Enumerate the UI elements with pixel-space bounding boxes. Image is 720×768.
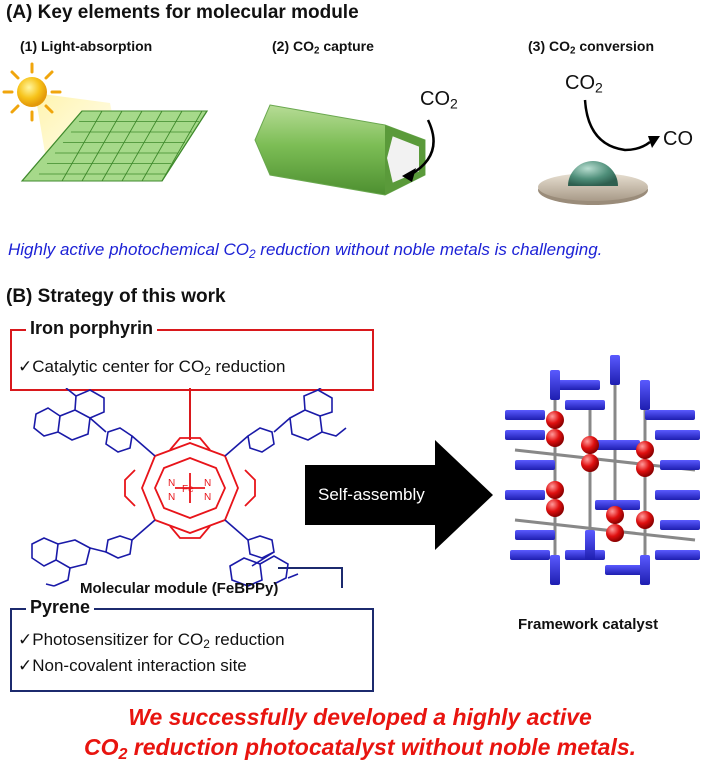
light-absorption-illustration	[2, 62, 209, 182]
sun-icon	[2, 62, 62, 122]
pyrene-arms	[31, 388, 347, 587]
iron-atom-label: Fe	[182, 484, 194, 495]
co2-capture-illustration	[254, 104, 435, 196]
pyrene-title: Pyrene	[26, 597, 95, 618]
iron-porphyrin-title: Iron porphyrin	[26, 318, 157, 339]
co2-conversion-label: (3) CO2 conversion	[528, 38, 655, 57]
challenge-statement: Highly active photochemical CO2 reductio…	[8, 240, 603, 261]
framework-catalyst-model	[505, 355, 700, 585]
capture-arrow	[409, 119, 435, 177]
section-b-title: (B) Strategy of this work	[6, 286, 226, 307]
section-a-title: (A) Key elements for molecular module	[6, 2, 359, 23]
conclusion-line-1: We successfully developed a highly activ…	[128, 704, 592, 730]
febppy-molecule: N N N N Fe	[31, 388, 347, 588]
catalyst-dome	[568, 161, 618, 186]
iron-porphyrin-item: ✓Catalytic center for CO2 reduction	[18, 357, 286, 378]
nitrogen-label-4: N	[204, 492, 211, 503]
nitrogen-label-1: N	[168, 478, 175, 489]
pyrene-box-connector	[278, 567, 343, 588]
co2-capture-molecule: CO2	[420, 88, 458, 112]
pyrene-box	[10, 608, 374, 692]
pyrene-item-interaction: ✓Non-covalent interaction site	[18, 656, 247, 675]
co2-capture-label: (2) CO2 capture	[272, 38, 374, 57]
porphyrin-core	[124, 437, 256, 539]
co-product: CO	[663, 128, 693, 150]
conversion-arrow	[583, 99, 651, 152]
molecule-caption: Molecular module (FeBPPy)	[80, 580, 279, 597]
nitrogen-label-3: N	[168, 492, 175, 503]
co2-reactant: CO2	[565, 72, 603, 96]
light-absorption-label: (1) Light-absorption	[20, 38, 153, 54]
framework-caption: Framework catalyst	[518, 616, 659, 633]
nitrogen-label-2: N	[204, 478, 211, 489]
pyrene-item-photosensitizer: ✓Photosensitizer for CO2 reduction	[18, 630, 285, 651]
conclusion-line-2: CO2 reduction photocatalyst without nobl…	[83, 734, 637, 764]
co2-conversion-illustration	[538, 99, 660, 205]
iron-porphyrin-box	[10, 329, 374, 391]
self-assembly-label: Self-assembly	[318, 485, 425, 504]
self-assembly-arrow	[305, 440, 493, 550]
